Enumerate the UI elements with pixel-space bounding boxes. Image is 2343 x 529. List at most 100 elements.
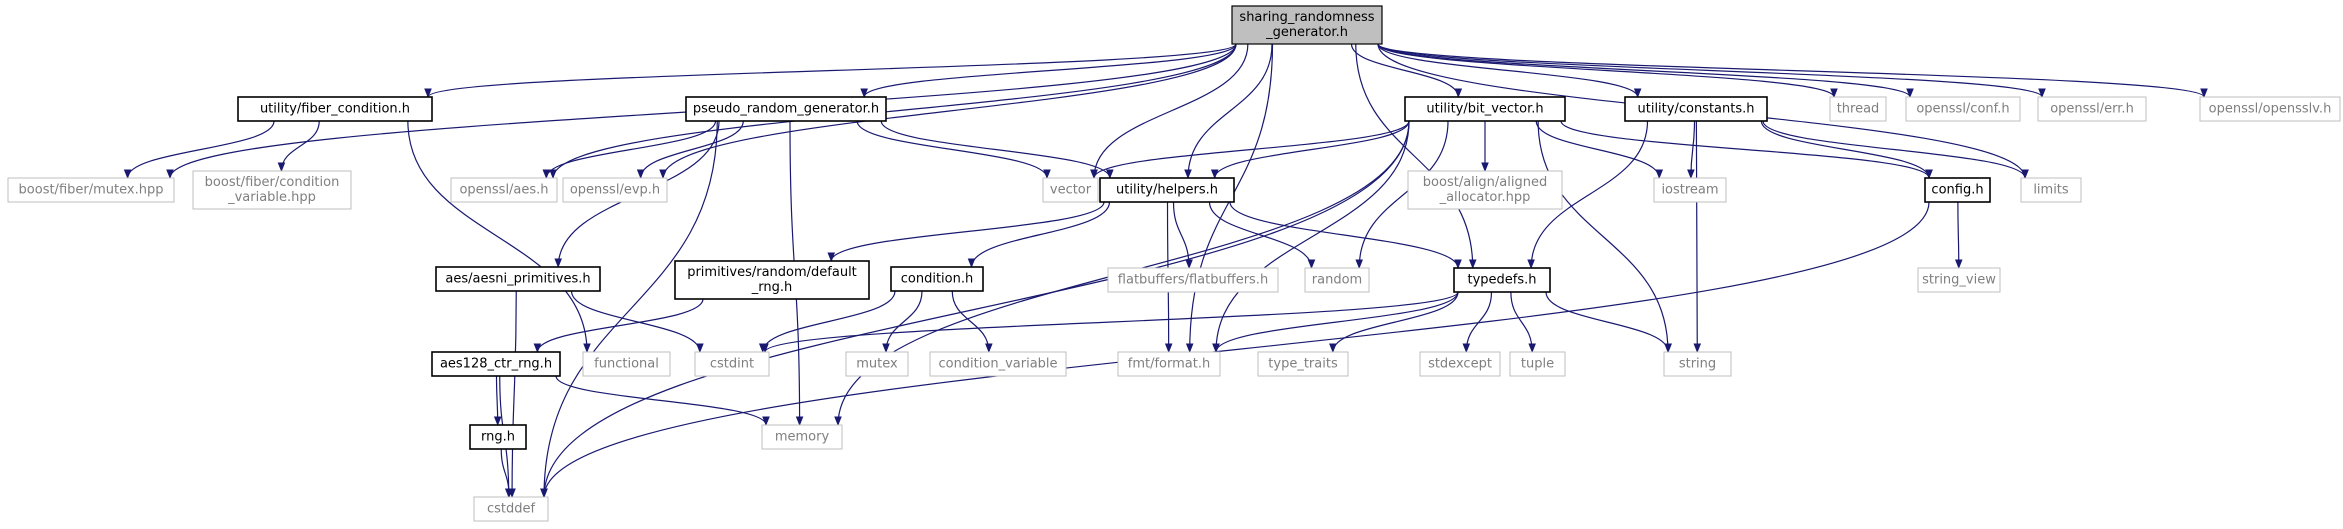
node-box: [1404, 96, 1566, 122]
edge-bitvec-to-iostream: [1535, 120, 1664, 179]
node-label: stdexcept: [1428, 357, 1492, 372]
node-box: [2020, 177, 2082, 203]
node-box: [1419, 351, 1501, 377]
node-limits: limits: [2020, 177, 2082, 203]
edge-bitvec-to-cstddef: [540, 120, 1410, 498]
node-format: fmt/format.h: [1117, 351, 1221, 377]
edge-helpers-to-random: [1208, 201, 1316, 269]
node-memory: memory: [761, 424, 843, 450]
node-aes128[interactable]: aes128_ctr_rng.h: [431, 351, 561, 377]
edge-fiber_cond-to-condvar_hpp: [277, 120, 320, 172]
edge-typedefs-to-tuple: [1510, 291, 1537, 353]
node-box: [1304, 267, 1370, 293]
node-flatbuffers: flatbuffers/flatbuffers.h: [1107, 267, 1279, 293]
node-string: string: [1663, 351, 1732, 377]
node-bitvec[interactable]: utility/bit_vector.h: [1404, 96, 1566, 122]
edge-aesni-to-cstdint: [570, 290, 704, 353]
edge-bitvec-to-random: [1355, 120, 1449, 269]
node-box: [192, 170, 352, 210]
edge-constants-to-iostream: [1687, 120, 1696, 179]
node-aligned: boost/align/aligned_allocator.hpp: [1407, 170, 1563, 210]
node-tuple: tuple: [1509, 351, 1566, 377]
edge-fiber_cond-to-mutex_hpp: [123, 120, 275, 179]
edge-helpers-to-typedefs: [1229, 201, 1462, 269]
node-box: [1407, 170, 1563, 210]
edge-bitvec-to-helpers: [1210, 120, 1410, 179]
node-fiber-cond[interactable]: utility/fiber_condition.h: [237, 96, 433, 122]
node-box: [674, 260, 870, 300]
edge-prg-to-vector: [856, 120, 1051, 179]
edge-prg-to-cstddef: [540, 120, 718, 498]
edge-aes128-to-rng: [493, 375, 502, 426]
node-config[interactable]: config.h: [1924, 177, 1991, 203]
node-box: [435, 266, 601, 292]
node-prg[interactable]: pseudo_random_generator.h: [685, 96, 887, 122]
node-box: [1624, 96, 1768, 122]
node-default-rng[interactable]: primitives/random/default_rng.h: [674, 260, 870, 300]
node-label: openssl/err.h: [2050, 102, 2134, 117]
node-label: pseudo_random_generator.h: [693, 102, 879, 117]
node-vector: vector: [1042, 177, 1099, 203]
edge-root-to-vector: [1090, 43, 1249, 179]
edge-helpers-to-condition: [967, 201, 1111, 268]
node-aesni[interactable]: aes/aesni_primitives.h: [435, 266, 601, 292]
node-label: functional: [594, 357, 659, 372]
edge-aes128-to-memory: [555, 375, 770, 426]
edge-root-to-thread: [1377, 43, 1838, 98]
node-label: cstddef: [487, 502, 536, 517]
node-label: aes/aesni_primitives.h: [445, 272, 590, 287]
node-label: boost/fiber/condition: [205, 175, 340, 190]
node-box: [1653, 177, 1727, 203]
node-constants[interactable]: utility/constants.h: [1624, 96, 1768, 122]
node-opensslv: openssl/opensslv.h: [2199, 96, 2341, 122]
node-condition-variable: condition_variable: [929, 351, 1067, 377]
node-label: mutex: [856, 357, 898, 372]
node-label: tuple: [1521, 357, 1554, 372]
node-condition[interactable]: condition.h: [890, 266, 984, 292]
edge-prg-to-helpers: [880, 120, 1114, 179]
node-box: [469, 424, 527, 450]
node-box: [1924, 177, 1991, 203]
edge-constants-to-typedefs: [1527, 120, 1649, 269]
node-helpers[interactable]: utility/helpers.h: [1099, 177, 1235, 203]
edge-constants-to-string: [1693, 120, 1702, 353]
edge-helpers-to-flatbuffers: [1172, 201, 1193, 269]
node-box: [1509, 351, 1566, 377]
node-label: typedefs.h: [1467, 273, 1536, 288]
node-iostream: iostream: [1653, 177, 1727, 203]
node-label: memory: [775, 430, 830, 445]
node-typedefs[interactable]: typedefs.h: [1453, 267, 1551, 293]
edge-typedefs-to-format: [1212, 291, 1459, 353]
node-label: primitives/random/default: [687, 265, 857, 280]
edge-typedefs-to-string: [1545, 291, 1672, 353]
node-rng[interactable]: rng.h: [469, 424, 527, 450]
edge-prg-to-evp: [636, 120, 744, 179]
node-condvar-hpp: boost/fiber/condition_variable.hpp: [192, 170, 352, 210]
edge-root-to-typedefs: [1355, 43, 1477, 269]
node-box: [1107, 267, 1279, 293]
node-label: boost/align/aligned: [1423, 175, 1547, 190]
node-box: [562, 177, 668, 203]
node-box: [450, 177, 558, 203]
node-box: [1099, 177, 1235, 203]
node-cstdint: cstdint: [694, 351, 770, 377]
edge-helpers-to-default_rng: [827, 201, 1105, 262]
node-label: condition_variable: [938, 357, 1057, 372]
node-box: [1257, 351, 1349, 377]
node-label: _variable.hpp: [227, 190, 316, 205]
node-root[interactable]: sharing_randomness_generator.h: [1231, 5, 1383, 45]
node-label: string: [1679, 357, 1716, 372]
node-aes: openssl/aes.h: [450, 177, 558, 203]
node-evp: openssl/evp.h: [562, 177, 668, 203]
node-box: [237, 96, 433, 122]
edge-root-to-err: [1377, 43, 2046, 98]
node-box: [1453, 267, 1551, 293]
edge-typedefs-to-cstdint: [761, 291, 1459, 353]
node-label: _allocator.hpp: [1439, 190, 1531, 205]
node-mutex-hpp: boost/fiber/mutex.hpp: [7, 177, 175, 203]
node-box: [929, 351, 1067, 377]
node-label: utility/helpers.h: [1116, 183, 1218, 198]
node-box: [7, 177, 175, 203]
edge-config-to-string_view: [1954, 201, 1963, 269]
